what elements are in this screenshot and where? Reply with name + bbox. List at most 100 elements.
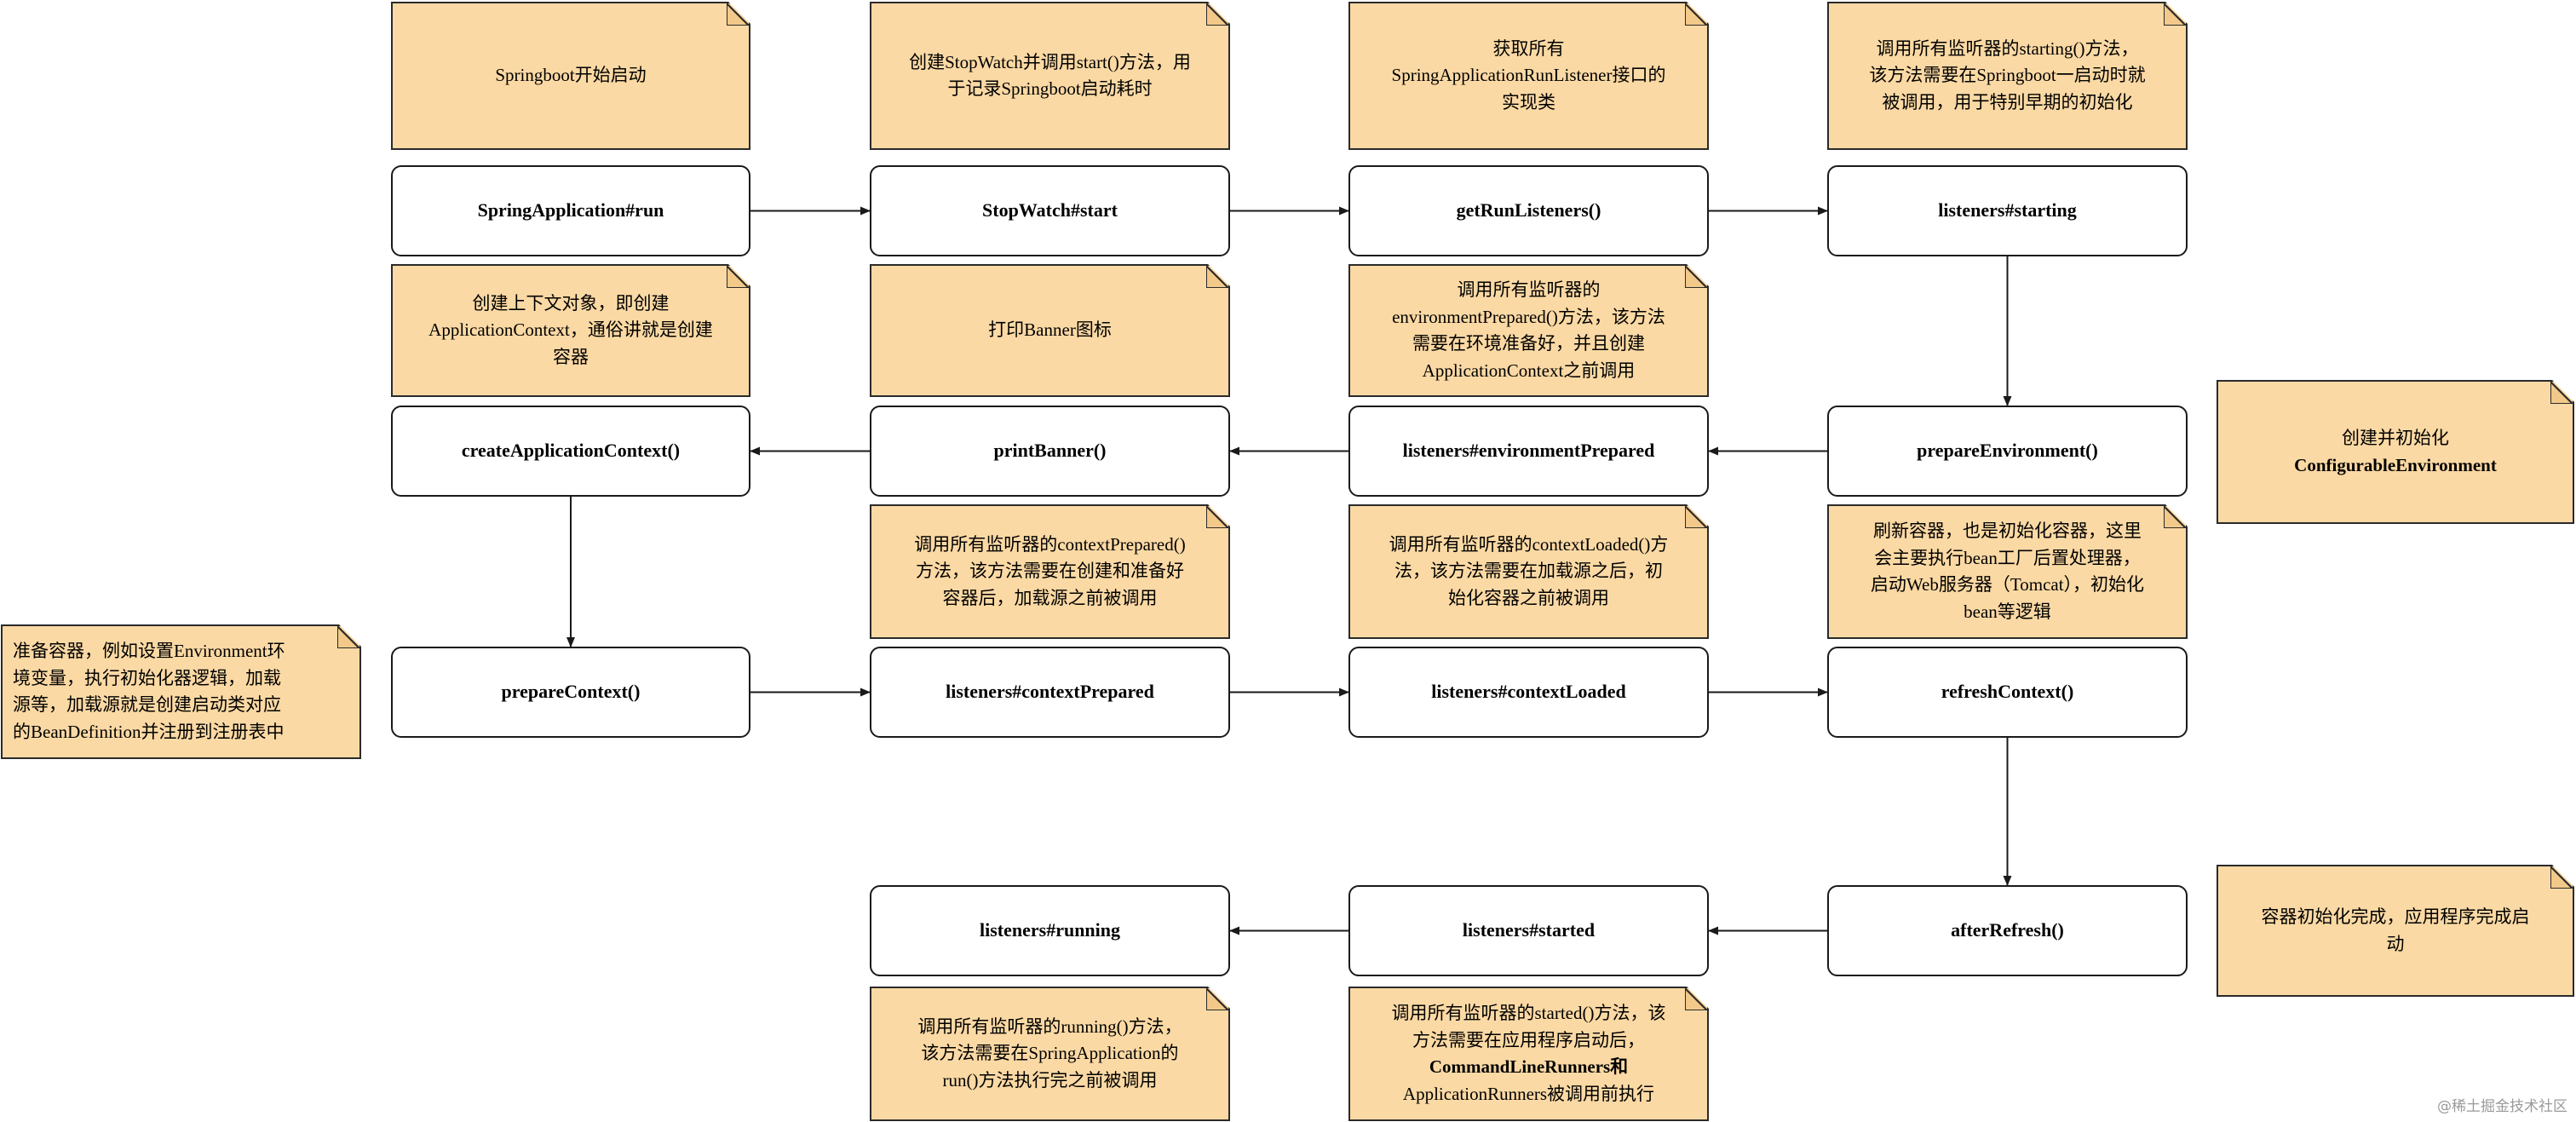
step-label: listeners#contextLoaded — [1431, 681, 1626, 703]
note-line: 方法，该方法需要在创建和准备好 — [916, 561, 1184, 582]
step-listeners-started: listeners#started — [1348, 885, 1709, 976]
note-fold-corner — [2550, 866, 2573, 889]
note-line: 启动Web服务器（Tomcat），初始化 — [1870, 574, 2145, 595]
note-line: 的BeanDefinition并注册到注册表中 — [13, 721, 285, 742]
note-fold-corner — [1685, 3, 1707, 26]
step-create-application-context: createApplicationContext() — [391, 406, 750, 497]
note-listeners-running: 调用所有监听器的running()方法， 该方法需要在SpringApplicat… — [870, 987, 1230, 1121]
step-label: printBanner() — [993, 440, 1107, 462]
note-line: 调用所有监听器的starting()方法， — [1876, 37, 2139, 59]
note-create-application-context: 创建上下文对象，即创建 ApplicationContext，通俗讲就是创建容器 — [391, 264, 750, 397]
note-line: environmentPrepared()方法，该方法 — [1392, 306, 1665, 327]
note-listeners-starting: 调用所有监听器的starting()方法，该方法需要在Springboot一启动… — [1827, 2, 2188, 150]
step-get-run-listeners: getRunListeners() — [1348, 165, 1709, 256]
note-line: bean等逻辑 — [1964, 601, 2051, 622]
step-label: prepareContext() — [501, 681, 641, 703]
note-line: 调用所有监听器的 — [1457, 279, 1601, 300]
note-line: 始化容器之前被调用 — [1447, 587, 1609, 608]
step-label: StopWatch#start — [982, 199, 1118, 222]
note-refresh-context: 刷新容器，也是初始化容器，这里会主要执行bean工厂后置处理器， 启动Web服务器… — [1827, 504, 2188, 639]
note-line: ApplicationContext，通俗讲就是创建 — [428, 319, 713, 341]
note-line: ConfigurableEnvironment — [2294, 454, 2497, 475]
step-springapplication-run: SpringApplication#run — [391, 165, 750, 256]
step-label: SpringApplication#run — [477, 199, 664, 222]
note-context-loaded: 调用所有监听器的contextLoaded()方法，该方法需要在加载源之后，初始… — [1348, 504, 1709, 639]
note-fold-corner — [727, 3, 749, 26]
step-label: afterRefresh() — [1951, 919, 2064, 941]
note-line: 于记录Springboot启动耗时 — [947, 78, 1153, 99]
note-line: 创建上下文对象，即创建 — [472, 292, 670, 314]
note-line: 方法需要在应用程序启动后， — [1412, 1029, 1645, 1050]
step-label: listeners#environmentPrepared — [1402, 440, 1655, 462]
note-line: 被调用，用于特别早期的初始化 — [1882, 91, 2133, 112]
step-print-banner: printBanner() — [870, 406, 1230, 497]
note-fold-corner — [1206, 506, 1228, 528]
note-line: CommandLineRunners和 — [1429, 1056, 1629, 1077]
note-springboot-start: Springboot开始启动 — [391, 2, 750, 150]
note-line: SpringApplicationRunListener接口的 — [1391, 65, 1666, 86]
note-stopwatch: 创建StopWatch并调用start()方法，用于记录Springboot启动… — [870, 2, 1230, 150]
note-line: ApplicationRunners被调用前执行 — [1402, 1083, 1655, 1104]
step-stopwatch-start: StopWatch#start — [870, 165, 1230, 256]
note-fold-corner — [1206, 988, 1228, 1010]
step-label: prepareEnvironment() — [1917, 440, 2098, 462]
step-listeners-starting: listeners#starting — [1827, 165, 2188, 256]
note-line: 容器后，加载源之前被调用 — [942, 587, 1158, 608]
note-line: 创建并初始化 — [2341, 428, 2449, 448]
step-prepare-context: prepareContext() — [391, 647, 750, 738]
note-line: 调用所有监听器的running()方法， — [917, 1016, 1182, 1037]
step-label: getRunListeners() — [1456, 199, 1601, 222]
step-listeners-context-prepared: listeners#contextPrepared — [870, 647, 1230, 738]
note-line: 境变量，执行初始化器逻辑，加载 — [13, 667, 281, 688]
note-fold-corner — [1206, 266, 1228, 288]
note-line: 打印Banner图标 — [988, 319, 1112, 341]
note-line: ApplicationContext之前调用 — [1422, 360, 1636, 381]
note-fold-corner — [1685, 988, 1707, 1010]
note-line: 需要在环境准备好，并且创建 — [1412, 333, 1645, 354]
note-line: 调用所有监听器的contextLoaded()方 — [1389, 533, 1669, 555]
note-prepare-context: 准备容器，例如设置Environment环境变量，执行初始化器逻辑，加载源等，加… — [1, 624, 361, 759]
watermark: @稀土掘金技术社区 — [2437, 1098, 2567, 1115]
note-line: 源等，加载源就是创建启动类对应 — [13, 694, 281, 715]
note-line: 法，该方法需要在加载源之后，初 — [1394, 561, 1663, 582]
note-line: 会主要执行bean工厂后置处理器， — [1874, 547, 2141, 568]
step-label: listeners#starting — [1938, 199, 2077, 222]
step-listeners-context-loaded: listeners#contextLoaded — [1348, 647, 1709, 738]
note-fold-corner — [1206, 3, 1228, 26]
step-listeners-running: listeners#running — [870, 885, 1230, 976]
note-fold-corner — [1685, 506, 1707, 528]
step-after-refresh: afterRefresh() — [1827, 885, 2188, 976]
note-line: 刷新容器，也是初始化容器，这里 — [1872, 521, 2142, 541]
step-label: createApplicationContext() — [461, 440, 681, 462]
note-fold-corner — [2550, 382, 2573, 404]
note-line: 动 — [2386, 933, 2405, 954]
note-line: 创建StopWatch并调用start()方法，用 — [909, 51, 1191, 72]
note-line: 调用所有监听器的contextPrepared() — [914, 533, 1186, 555]
step-prepare-environment: prepareEnvironment() — [1827, 406, 2188, 497]
step-label: refreshContext() — [1941, 681, 2074, 703]
note-line: 该方法需要在SpringApplication的 — [921, 1043, 1179, 1064]
step-label: listeners#running — [979, 919, 1121, 941]
note-line: run()方法执行完之前被调用 — [942, 1069, 1158, 1090]
note-print-banner: 打印Banner图标 — [870, 264, 1230, 397]
note-line: 调用所有监听器的started()方法，该 — [1391, 1003, 1666, 1023]
note-fold-corner — [2164, 3, 2186, 26]
note-line: 容器初始化完成，应用程序完成启 — [2261, 906, 2530, 927]
note-fold-corner — [337, 626, 359, 648]
note-prepare-environment: 创建并初始化 ConfigurableEnvironment — [2217, 380, 2574, 524]
step-listeners-environment-prepared: listeners#environmentPrepared — [1348, 406, 1709, 497]
note-line: 容器 — [553, 346, 589, 367]
note-line: 获取所有 — [1492, 37, 1565, 59]
step-label: listeners#started — [1462, 919, 1596, 941]
note-environment-prepared: 调用所有监听器的 environmentPrepared()方法，该方法需要在环境… — [1348, 264, 1709, 397]
note-line: Springboot开始启动 — [495, 65, 647, 86]
step-label: listeners#contextPrepared — [946, 681, 1154, 703]
note-fold-corner — [727, 266, 749, 288]
note-after-refresh: 容器初始化完成，应用程序完成启动 — [2217, 865, 2574, 997]
note-fold-corner — [1685, 266, 1707, 288]
step-refresh-context: refreshContext() — [1827, 647, 2188, 738]
note-line: 准备容器，例如设置Environment环 — [13, 641, 285, 661]
